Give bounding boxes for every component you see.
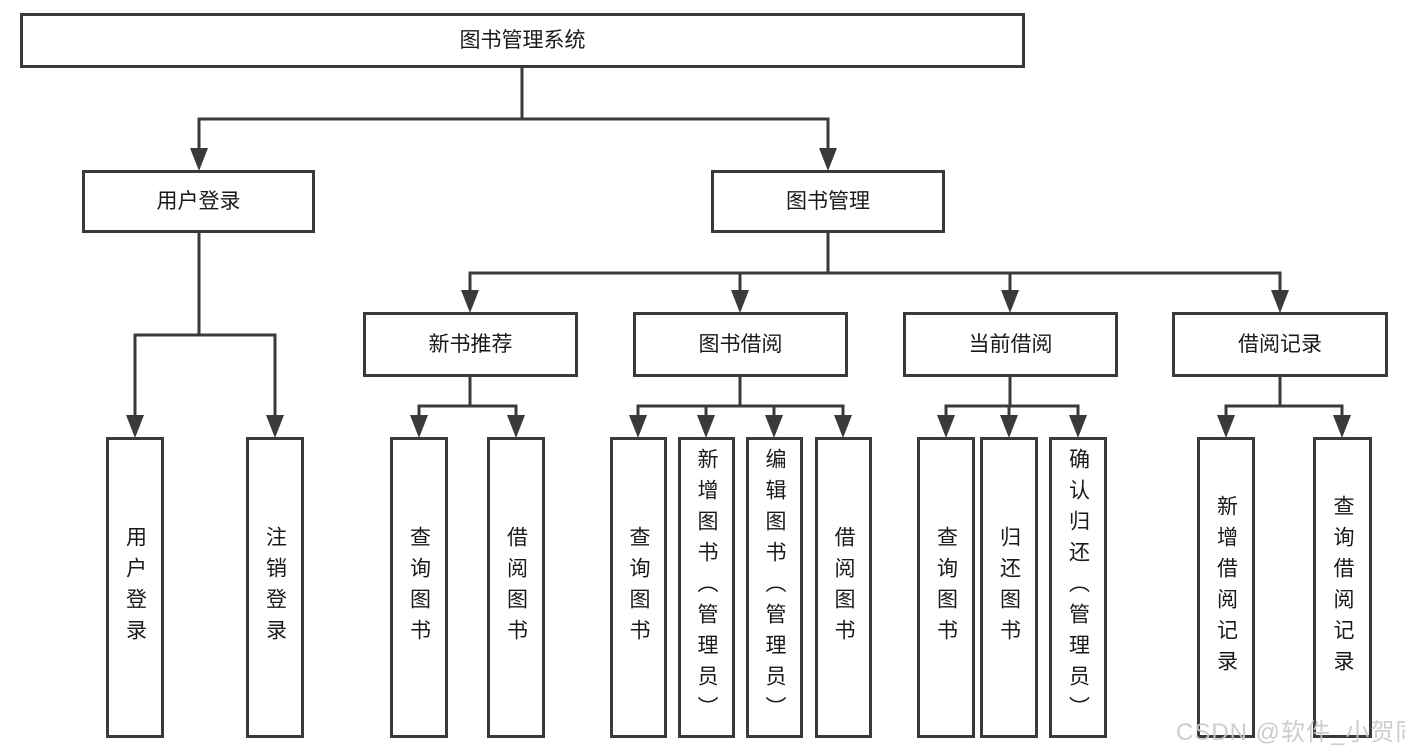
leaf-add-books-admin-label: 新增图书（管理员）: [695, 448, 718, 727]
leaf-borrow-books-1-label: 借阅图书: [504, 525, 528, 650]
leaf-query-books-3-label: 查询图书: [934, 525, 958, 650]
leaf-add-borrow-record: 新增借阅记录: [1197, 437, 1255, 738]
node-borrow-records-label: 借阅记录: [1238, 333, 1322, 356]
arrowhead-icons: [126, 148, 1351, 438]
node-user-login: 用户登录: [82, 170, 315, 233]
leaf-borrow-books-2-label: 借阅图书: [832, 525, 855, 650]
connector-lines: [133, 66, 1344, 421]
leaf-user-login: 用户登录: [106, 437, 164, 738]
leaf-query-books-2-label: 查询图书: [627, 525, 650, 650]
leaf-query-books-1: 查询图书: [390, 437, 448, 738]
node-new-book-recommend: 新书推荐: [363, 312, 578, 377]
node-user-login-label: 用户登录: [156, 190, 241, 213]
node-root: 图书管理系统: [20, 13, 1025, 68]
leaf-borrow-books-2: 借阅图书: [815, 437, 872, 738]
leaf-logout-label: 注销登录: [263, 525, 287, 650]
leaf-add-books-admin: 新增图书（管理员）: [678, 437, 735, 738]
leaf-edit-books-admin-label: 编辑图书（管理员）: [763, 448, 786, 727]
node-current-borrow: 当前借阅: [903, 312, 1118, 377]
leaf-user-login-label: 用户登录: [123, 525, 147, 650]
leaf-borrow-books-1: 借阅图书: [487, 437, 545, 738]
node-book-borrow: 图书借阅: [633, 312, 848, 377]
leaf-confirm-return-admin: 确认归还（管理员）: [1049, 437, 1107, 738]
node-book-management-label: 图书管理: [786, 190, 870, 213]
leaf-query-books-2: 查询图书: [610, 437, 667, 738]
leaf-query-borrow-record-label: 查询借阅记录: [1331, 494, 1354, 681]
node-book-management: 图书管理: [711, 170, 945, 233]
leaf-query-books-3: 查询图书: [917, 437, 975, 738]
leaf-logout: 注销登录: [246, 437, 304, 738]
leaf-edit-books-admin: 编辑图书（管理员）: [746, 437, 803, 738]
csdn-watermark: CSDN @软件_小贺同学: [1176, 719, 1405, 746]
node-root-label: 图书管理系统: [459, 29, 586, 52]
leaf-query-books-1-label: 查询图书: [407, 525, 431, 650]
leaf-add-borrow-record-label: 新增借阅记录: [1214, 494, 1238, 681]
leaf-confirm-return-admin-label: 确认归还（管理员）: [1066, 448, 1090, 727]
node-book-borrow-label: 图书借阅: [698, 333, 783, 356]
node-new-book-recommend-label: 新书推荐: [428, 333, 513, 356]
leaf-query-borrow-record: 查询借阅记录: [1313, 437, 1372, 738]
node-current-borrow-label: 当前借阅: [968, 333, 1053, 356]
node-borrow-records: 借阅记录: [1172, 312, 1388, 377]
leaf-return-books-label: 归还图书: [997, 525, 1021, 650]
leaf-return-books: 归还图书: [980, 437, 1038, 738]
